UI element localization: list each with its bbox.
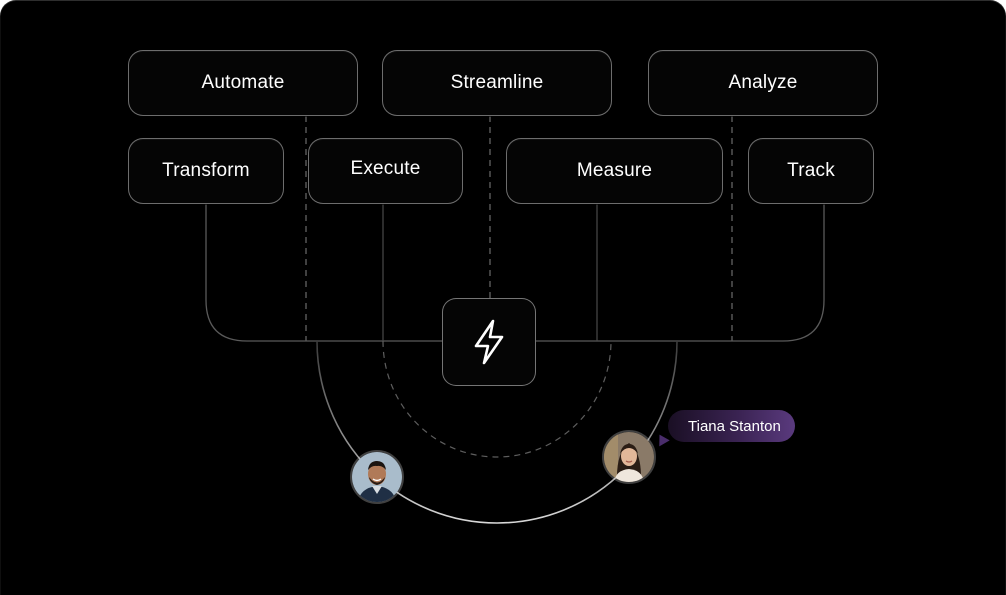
- node-automate[interactable]: Automate: [128, 50, 358, 116]
- connector-track: [536, 204, 825, 342]
- node-measure-label: Measure: [576, 160, 653, 181]
- node-measure[interactable]: Measure: [506, 138, 723, 204]
- avatar-woman-icon: [604, 432, 654, 482]
- avatar-man-icon: [352, 452, 402, 502]
- user-avatar-1[interactable]: [350, 450, 404, 504]
- user-avatar-2[interactable]: [602, 430, 656, 484]
- hub-node[interactable]: [442, 298, 536, 386]
- node-analyze[interactable]: Analyze: [648, 50, 878, 116]
- inner-orbit: [382, 340, 612, 458]
- node-analyze-label: Analyze: [728, 72, 798, 93]
- node-transform-label: Transform: [162, 160, 250, 181]
- node-streamline[interactable]: Streamline: [382, 50, 612, 116]
- node-transform[interactable]: Transform: [128, 138, 284, 204]
- node-track-label: Track: [787, 160, 835, 181]
- node-execute-label: Execute: [350, 158, 421, 179]
- node-streamline-label: Streamline: [450, 72, 544, 93]
- lightning-bolt-icon: [474, 319, 504, 365]
- node-execute[interactable]: Execute: [308, 138, 463, 204]
- user-name-label: Tiana Stanton: [688, 417, 781, 435]
- node-track[interactable]: Track: [748, 138, 874, 204]
- outer-orbit: [316, 340, 678, 524]
- node-automate-label: Automate: [201, 72, 285, 93]
- user-name-tag[interactable]: Tiana Stanton: [668, 410, 795, 442]
- connector-transform: [205, 204, 442, 342]
